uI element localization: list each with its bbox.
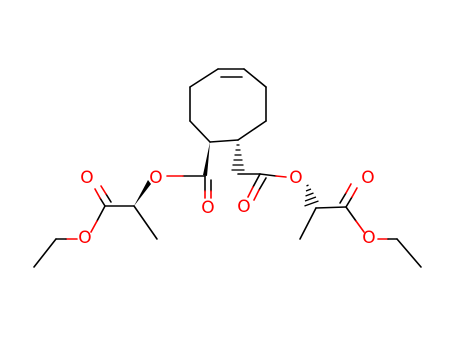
bond xyxy=(351,187,358,198)
right-ester: O O xyxy=(231,144,303,217)
oxygen-atom-label: O xyxy=(78,228,91,248)
bond xyxy=(315,206,347,209)
bond xyxy=(299,207,317,240)
oxygen-atom-label: O xyxy=(361,168,374,188)
cyclohexene-ring xyxy=(189,68,267,143)
hash-bond xyxy=(304,196,317,202)
oxygen-atom-label: O xyxy=(80,168,93,188)
double-bond-line xyxy=(253,189,260,201)
oxygen-atom-label: O xyxy=(362,228,375,248)
oxygen-atom-label: O xyxy=(237,197,250,217)
oxygen-atom-label: O xyxy=(201,198,214,218)
double-bond-line xyxy=(258,177,267,191)
bond xyxy=(345,206,357,222)
bond xyxy=(189,120,211,143)
bond xyxy=(355,220,365,233)
bond xyxy=(33,238,57,268)
double-bond-line xyxy=(339,192,347,204)
hash-bond xyxy=(305,188,312,192)
hash-bond xyxy=(304,200,319,207)
right-lactate: O O xyxy=(299,168,422,268)
bond xyxy=(237,120,267,141)
oxygen-atom-label: O xyxy=(289,168,302,188)
bond xyxy=(243,68,267,88)
bond xyxy=(247,186,254,198)
bond xyxy=(94,188,101,199)
double-bond-line xyxy=(345,183,352,194)
left-ester: O O xyxy=(149,142,215,218)
hash-bond xyxy=(305,192,314,197)
oxygen-atom-label: O xyxy=(149,168,162,188)
bond xyxy=(99,197,106,207)
bond xyxy=(96,205,106,222)
bond xyxy=(259,173,277,177)
bond xyxy=(345,196,353,208)
left-lactate: O O xyxy=(33,168,158,268)
wedge-bond xyxy=(203,142,210,176)
double-bond-line xyxy=(100,185,107,195)
bond xyxy=(189,68,219,88)
bond xyxy=(252,173,261,188)
bond xyxy=(209,139,239,143)
bond xyxy=(396,238,422,268)
double-bond-line xyxy=(105,193,112,203)
wedge-bond xyxy=(134,180,151,206)
bond xyxy=(90,220,98,233)
bond xyxy=(133,205,158,240)
bond xyxy=(275,175,287,178)
hash-bond xyxy=(306,184,309,187)
